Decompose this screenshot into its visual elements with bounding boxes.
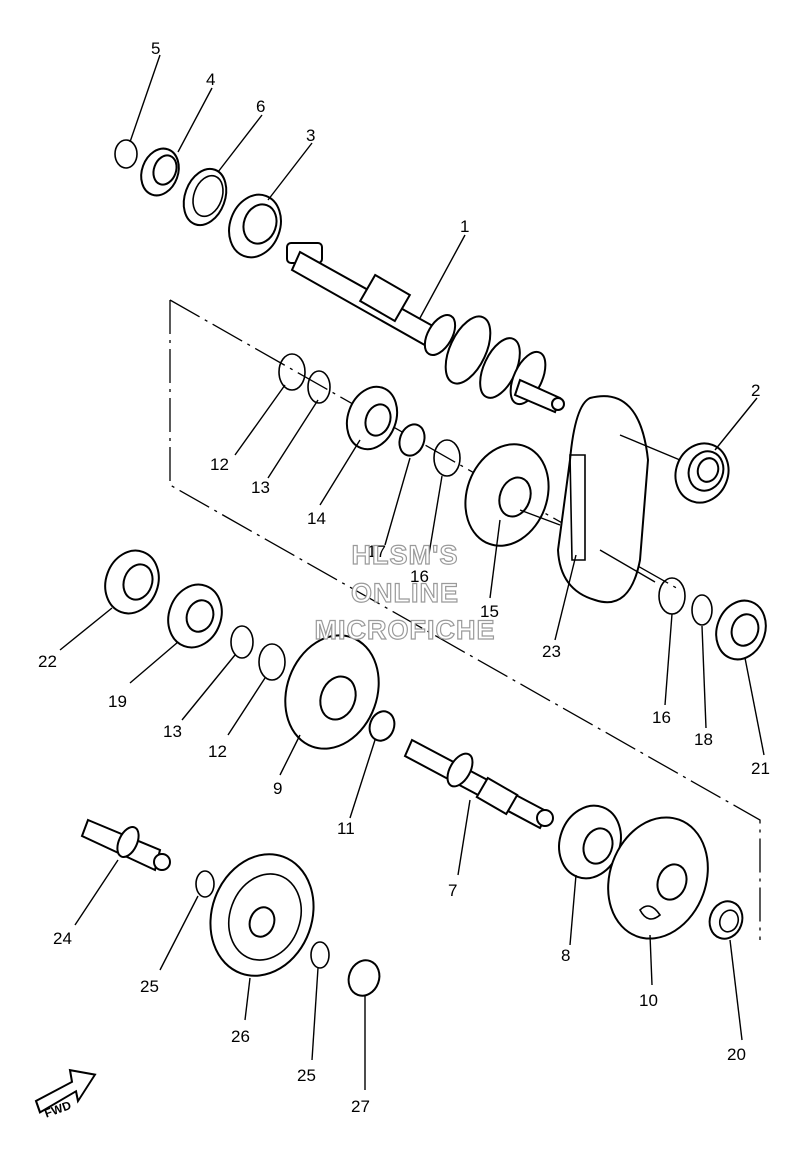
assembly-frame: [169, 299, 761, 940]
callout-20: 20: [727, 1045, 746, 1064]
callout-5: 5: [151, 39, 160, 58]
part-26-gear: [209, 853, 315, 977]
callout-7: 7: [448, 881, 457, 900]
part-8-gear: [558, 804, 622, 880]
callout-1: 1: [460, 217, 469, 236]
part-23-chain: [556, 395, 650, 604]
callout-8: 8: [561, 946, 570, 965]
callout-16-upper: 16: [410, 567, 429, 586]
part-10-gear: [607, 816, 709, 940]
part-6-oil-seal: [182, 167, 228, 227]
part-18-circlip: [691, 594, 713, 626]
callout-26: 26: [231, 1027, 250, 1046]
part-24-shaft: [80, 818, 171, 872]
callout-19: 19: [108, 692, 127, 711]
part-2-bearing: [674, 442, 730, 504]
callout-14: 14: [307, 509, 326, 528]
callout-11: 11: [337, 819, 355, 838]
watermark-line-2: ONLINE: [350, 577, 459, 608]
part-21-bearing: [715, 599, 767, 661]
callout-numbers: 5 4 6 3 1 2 12 13 14 17 16 15 23 22 19 1…: [38, 39, 770, 1116]
callout-6: 6: [256, 97, 265, 116]
part-16-washer-lower: [658, 577, 686, 615]
fwd-arrow-icon: FWD: [34, 1068, 97, 1121]
callout-16-lower: 16: [652, 708, 671, 727]
callout-12-lower: 12: [208, 742, 227, 761]
callout-24: 24: [53, 929, 72, 948]
part-20-bushing: [708, 900, 744, 940]
callout-10: 10: [639, 991, 658, 1010]
part-15-gear: [464, 443, 550, 547]
part-13-circlip-lower: [230, 625, 254, 659]
callout-13-upper: 13: [251, 478, 270, 497]
part-14-clutch-dog: [345, 385, 399, 451]
part-13-circlip-upper: [307, 370, 331, 404]
callout-25-upper: 25: [140, 977, 159, 996]
callout-21: 21: [751, 759, 770, 778]
callout-12-upper: 12: [210, 455, 229, 474]
part-22-bearing: [104, 549, 160, 615]
callout-2: 2: [751, 381, 760, 400]
part-19-clutch-dog: [167, 583, 223, 649]
part-3-bearing: [228, 193, 282, 259]
part-16-washer-upper: [433, 439, 461, 477]
watermark-line-3: MICROFICHE: [314, 614, 496, 645]
callout-9: 9: [273, 779, 282, 798]
callout-15: 15: [480, 602, 499, 621]
part-12-washer-upper: [278, 353, 306, 391]
callout-18: 18: [694, 730, 713, 749]
part-7-drive-axle: [403, 738, 554, 830]
callout-4: 4: [206, 70, 215, 89]
callout-27: 27: [351, 1097, 370, 1116]
part-11-needle-bearing: [368, 710, 396, 742]
part-27-bushing: [347, 959, 381, 997]
watermark-line-1: HLSM'S: [351, 539, 459, 570]
callout-13-lower: 13: [163, 722, 182, 741]
part-9-gear: [284, 634, 380, 750]
callout-22: 22: [38, 652, 57, 671]
part-5-o-ring: [114, 139, 138, 169]
callout-23: 23: [542, 642, 561, 661]
callout-25-lower: 25: [297, 1066, 316, 1085]
callout-3: 3: [306, 126, 315, 145]
part-17-needle-bearing: [398, 423, 426, 457]
part-4-bearing: [140, 147, 180, 197]
callout-17: 17: [367, 542, 386, 561]
leader-lines: [59, 54, 765, 1090]
part-25-circlip-lower: [310, 941, 330, 969]
part-1-main-axle: [286, 242, 565, 414]
part-12-washer-lower: [258, 643, 286, 681]
part-25-circlip-upper: [195, 870, 215, 898]
